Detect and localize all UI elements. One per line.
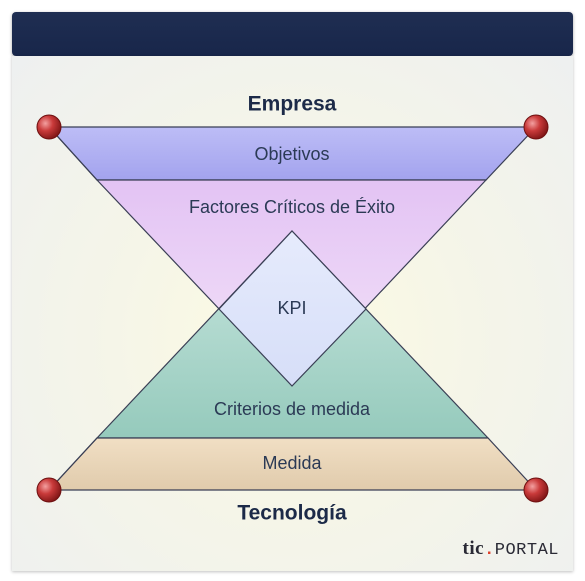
brand-dot: . — [484, 541, 495, 560]
measure-criteria-label: Criterios de medida — [214, 399, 371, 419]
header-bar — [12, 12, 573, 56]
success-factors-label: Factores Críticos de Éxito — [189, 197, 395, 217]
node-bottom-right — [523, 477, 549, 503]
objectives-label: Objetivos — [254, 144, 329, 164]
bottom-label: Tecnología — [237, 502, 347, 525]
node-bottom-left — [36, 477, 62, 503]
brand-portal: PORTAL — [494, 541, 559, 560]
kpi-diamond — [218, 230, 367, 387]
brand-tic: tic — [462, 538, 485, 559]
node-top-right — [523, 114, 549, 140]
node-top-left — [36, 114, 62, 140]
kpi-label: KPI — [277, 298, 306, 318]
measure-label: Medida — [262, 453, 322, 473]
top-label: Empresa — [248, 93, 337, 116]
ticportal-logo: tic.PORTAL — [463, 538, 559, 560]
